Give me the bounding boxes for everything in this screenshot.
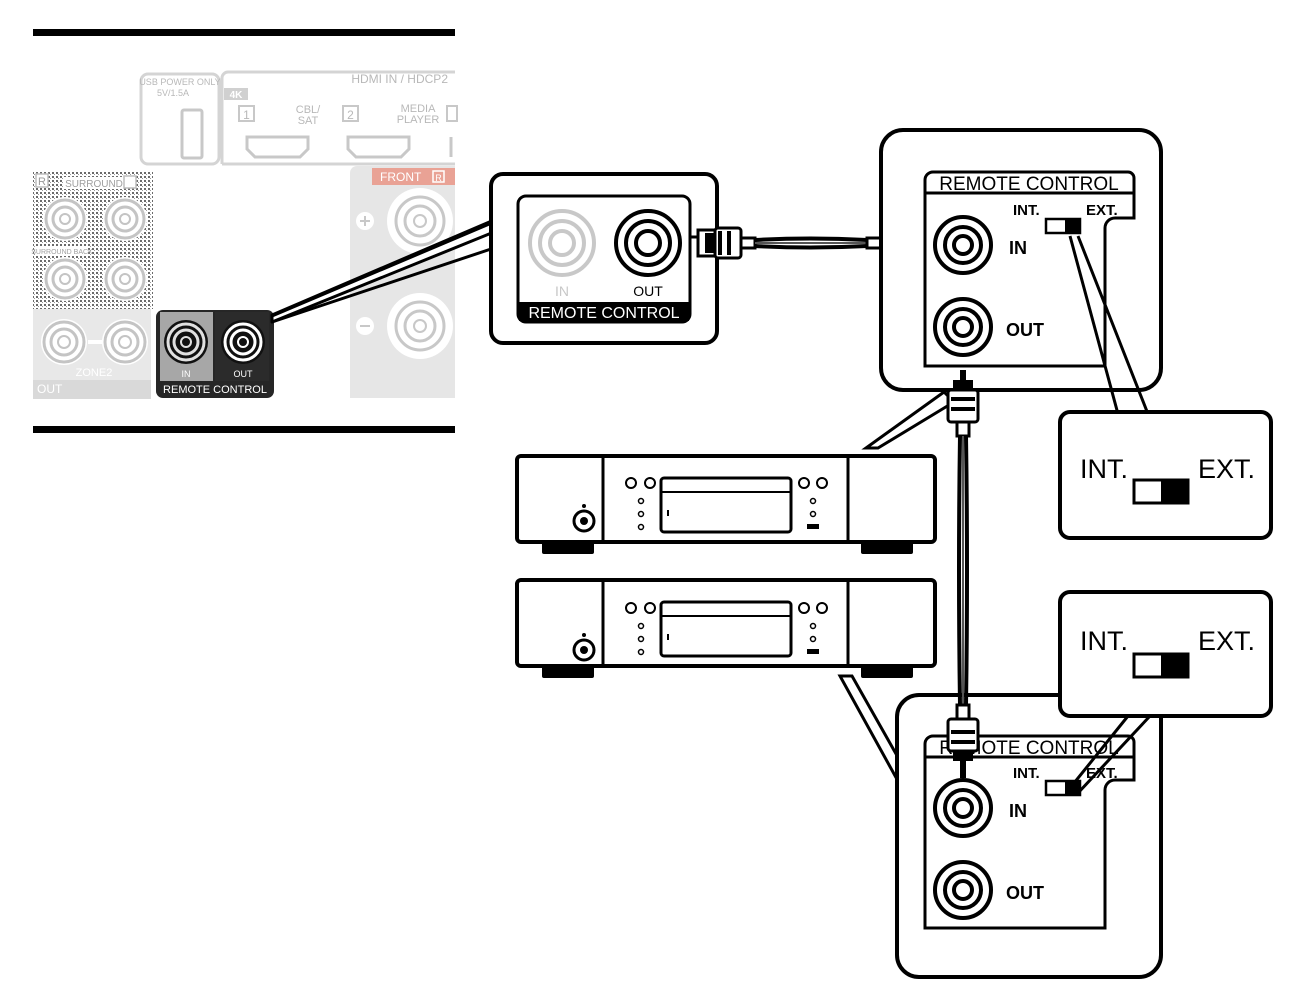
bottom-panel-int-label: INT. [1013,765,1040,782]
speaker-terminals-surround: R SURROUND SURROUND BACK [31,172,153,309]
binding-post-back-minus [103,257,147,301]
bottom-panel-in-label: IN [1009,801,1027,821]
hdmi-port-2-icon [346,135,411,159]
bottom-panel-title: REMOTE CONTROL [939,738,1118,759]
zone2-label: ZONE2 [76,367,113,379]
binding-post-front-plus [387,188,453,254]
switch-bottom-ext-label: EXT. [1198,626,1255,656]
receiver-remote-out-label: OUT [234,369,254,379]
device-top-rear-panel: REMOTE CONTROL INT. EXT. IN OUT [879,128,1163,392]
binding-post-surround-minus [103,197,147,241]
panel-top-rule [33,29,455,36]
bottom-panel-out-label: OUT [1006,883,1044,903]
receiver-remote-in-jack [164,320,208,364]
panel-bottom-rule [33,426,455,433]
zoom-remote-in-jack [528,209,596,277]
rca-cable-vertical [946,370,980,778]
zone2-jack-left [41,319,87,365]
usb-label-line2: 5V/1.5A [157,88,189,98]
hdmi-input-group: HDMI IN / HDCP2 4K 1 CBL/ SAT 2 MEDIA PL… [220,70,458,166]
zoom-remote-out-jack [614,209,682,277]
binding-post-surround-plus [43,197,87,241]
surround-back-label: SURROUND BACK [31,249,93,256]
top-panel-int-ext-switch[interactable] [1044,217,1082,235]
switch-top-int-label: INT. [1080,454,1128,484]
usb-port-icon [180,108,204,160]
hdmi-4k-badge: 4K [230,90,244,101]
svg-text:R: R [38,176,46,188]
switch-top-toggle[interactable] [1132,478,1190,505]
top-panel-out-label: OUT [1006,320,1044,340]
switch-callout-top: INT. EXT. [1058,235,1273,540]
switch-bottom-toggle[interactable] [1132,652,1190,679]
switch-callout-bottom: INT. EXT. [1058,590,1273,795]
switch-bottom-int-label: INT. [1080,626,1128,656]
hdmi-port-1-name-line2: SAT [298,115,319,127]
zone2-out-label: OUT [37,382,63,396]
hdmi-port-1-icon [245,135,310,159]
zoom-out-label: OUT [633,283,663,299]
zone2-output-group: ZONE2 OUT [33,309,151,399]
speaker-terminals-front: FRONT R [350,166,455,398]
hdmi-port-2-number: 2 [347,108,354,122]
receiver-remote-in-label: IN [182,369,191,379]
top-panel-title: REMOTE CONTROL [939,174,1118,195]
binding-post-front-minus [387,293,453,359]
hdmi-port-1-number: 1 [243,108,250,122]
switch-top-ext-label: EXT. [1198,454,1255,484]
device-bottom-rear-panel: REMOTE CONTROL INT. EXT. IN OUT [895,693,1163,979]
top-panel-in-label: IN [1009,238,1027,258]
receiver-remote-control-jacks: IN OUT REMOTE CONTROL [156,310,274,398]
front-channel-label: R [435,173,442,183]
bottom-panel-in-jack [933,778,993,838]
bottom-panel-out-jack [933,860,993,920]
hdmi-4k-badge-bg [224,88,248,100]
usb-port-group: USB POWER ONLY 5V/1.5A [139,72,221,166]
zoom-remote-control-label: REMOTE CONTROL [528,305,679,322]
receiver-rear-panel: USB POWER ONLY 5V/1.5A HDMI IN / HDCP2 4… [31,29,458,433]
device-unit-lower [515,578,937,793]
receiver-jack-zoom-callout: IN OUT REMOTE CONTROL [270,172,719,345]
top-panel-int-label: INT. [1013,202,1040,219]
binding-post-back-plus [43,257,87,301]
receiver-remote-out-jack [221,320,265,364]
hdmi-port-2-name-line1: MEDIA [401,103,437,115]
usb-label-line1: USB POWER ONLY [139,77,220,87]
front-label: FRONT [380,170,422,184]
top-panel-out-jack [933,297,993,357]
zone2-jack-right [102,319,148,365]
hdmi-port-2-name-line2: PLAYER [397,114,440,126]
top-panel-ext-label: EXT. [1086,202,1118,219]
hdmi-port-1-name-line1: CBL/ [296,104,321,116]
zoom-in-label: IN [555,283,569,299]
receiver-remote-control-label: REMOTE CONTROL [163,384,267,396]
surround-label: SURROUND [65,179,123,190]
hdmi-title: HDMI IN / HDCP2 [351,72,448,86]
device-unit-upper [515,390,957,554]
top-panel-in-jack [933,215,993,275]
